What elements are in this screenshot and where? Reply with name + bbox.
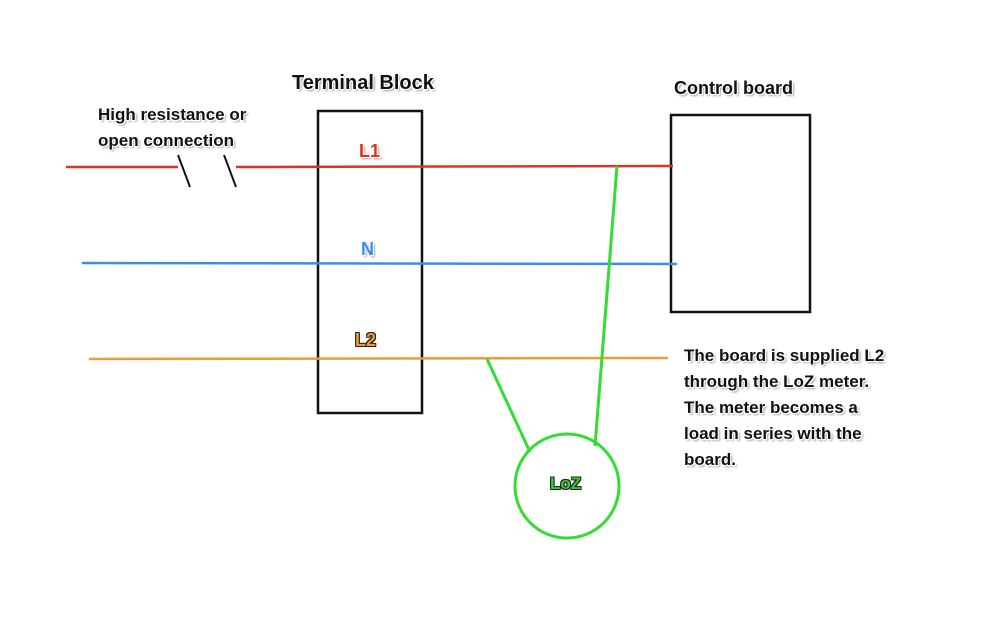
explanation-line: The meter becomes a (684, 398, 858, 417)
control-board-box (669, 113, 812, 314)
n-label: N (361, 239, 374, 259)
explanation-line: board. (684, 450, 736, 469)
explanation-line: load in series with the (684, 424, 862, 443)
l2-wire (88, 356, 669, 361)
l2-label: L2 (355, 330, 377, 350)
explanation-line: The board is supplied L2 (684, 346, 885, 365)
explanation-line: through the LoZ meter. (684, 372, 870, 391)
fault-note-line: open connection (98, 131, 234, 150)
meter-lead-l2 (485, 358, 532, 453)
fault-note: High resistance or open connection (98, 102, 246, 154)
meter-lead-l1 (593, 165, 619, 447)
terminal-block-title: Terminal Block (292, 72, 434, 94)
fault-note-line: High resistance or (98, 105, 247, 124)
terminal-block-box (316, 109, 424, 415)
control-board-title: Control board (674, 78, 793, 98)
loz-meter-circle (513, 432, 621, 540)
l1-label: L1 (359, 141, 381, 161)
n-wire (81, 261, 678, 266)
l1-wire-right (235, 164, 674, 169)
l1-break-mark-right (223, 154, 237, 188)
explanation-note: The board is supplied L2 through the LoZ… (684, 343, 884, 473)
loz-meter-label: LoZ (550, 474, 582, 493)
l1-break-mark-left (177, 154, 191, 188)
